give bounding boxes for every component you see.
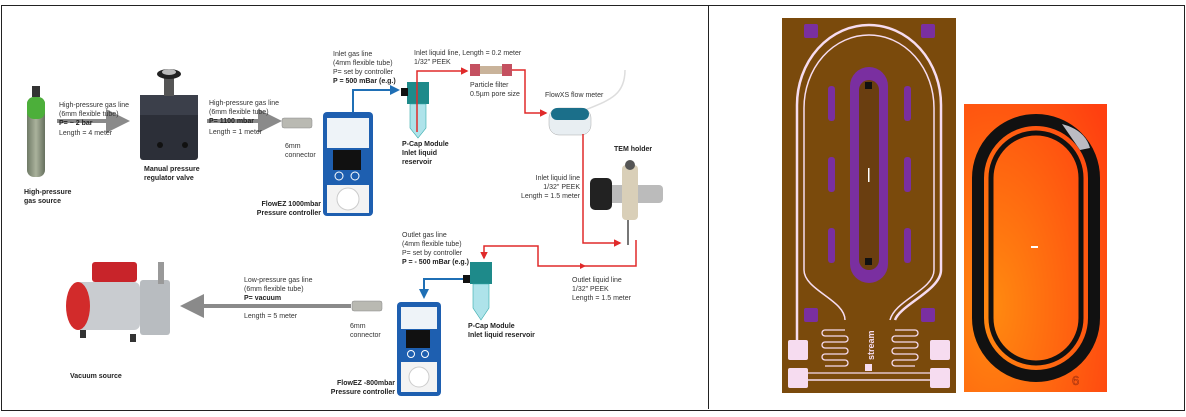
- inlet-gas-line: [352, 85, 400, 112]
- gas-cylinder-icon: [27, 86, 45, 177]
- hp-line-1-label: High-pressure gas line(6mm flexible tube…: [59, 102, 130, 127]
- flow-meter-icon: [548, 107, 592, 136]
- chip-image-2: 6: [964, 104, 1107, 392]
- tem-holder-icon: [590, 160, 663, 245]
- chip-mark: 6: [1072, 373, 1079, 388]
- inlet-gas-line-label: Inlet gas line(4mm flexible tube)P= set …: [333, 51, 396, 85]
- lp-line-length: Length = 5 meter: [244, 313, 298, 320]
- pressure-controller-2-icon: [397, 302, 441, 396]
- connector-icon: [281, 117, 313, 129]
- connector-2-icon: [351, 300, 383, 312]
- hp-line-1-length: Length = 4 meter: [59, 130, 113, 137]
- pressure-controller-icon: [323, 112, 373, 216]
- vacuum-pump-icon: [66, 262, 170, 342]
- pcap-module-outlet-icon: [463, 262, 492, 321]
- panel-divider: [708, 5, 709, 409]
- flowmeter-cable: [584, 69, 626, 111]
- flow-meter-label: FlowXS flow meter: [545, 92, 604, 99]
- outlet-gas-line: [419, 278, 463, 299]
- outlet-liquid-line: [480, 240, 637, 267]
- pcap-module-icon: [401, 82, 429, 139]
- tem-holder-label: TEM holder: [614, 146, 653, 153]
- figure-frame: [1, 5, 1185, 411]
- chip-image-1: stream: [782, 18, 956, 393]
- filter-to-flowmeter-line: [512, 69, 548, 117]
- hp-line-2-label: High-pressure gas line(6mm flexible tube…: [209, 100, 280, 125]
- inlet-liquid-line-short: [416, 67, 469, 132]
- pressure-regulator-icon: [140, 69, 198, 160]
- hp-line-2-length: Length = 1 meter: [209, 129, 263, 136]
- chip-logo: stream: [866, 330, 876, 360]
- outlet-gas-line-label: Outlet gas line(4mm flexible tube)P= set…: [402, 232, 469, 266]
- flow-arrow-icon: [580, 263, 586, 269]
- particle-filter-icon: [470, 64, 512, 76]
- lp-line-label: Low-pressure gas line(6mm flexible tube)…: [244, 277, 313, 302]
- inlet-liquid-line-long: [582, 134, 622, 247]
- vacuum-label: Vacuum source: [70, 373, 122, 380]
